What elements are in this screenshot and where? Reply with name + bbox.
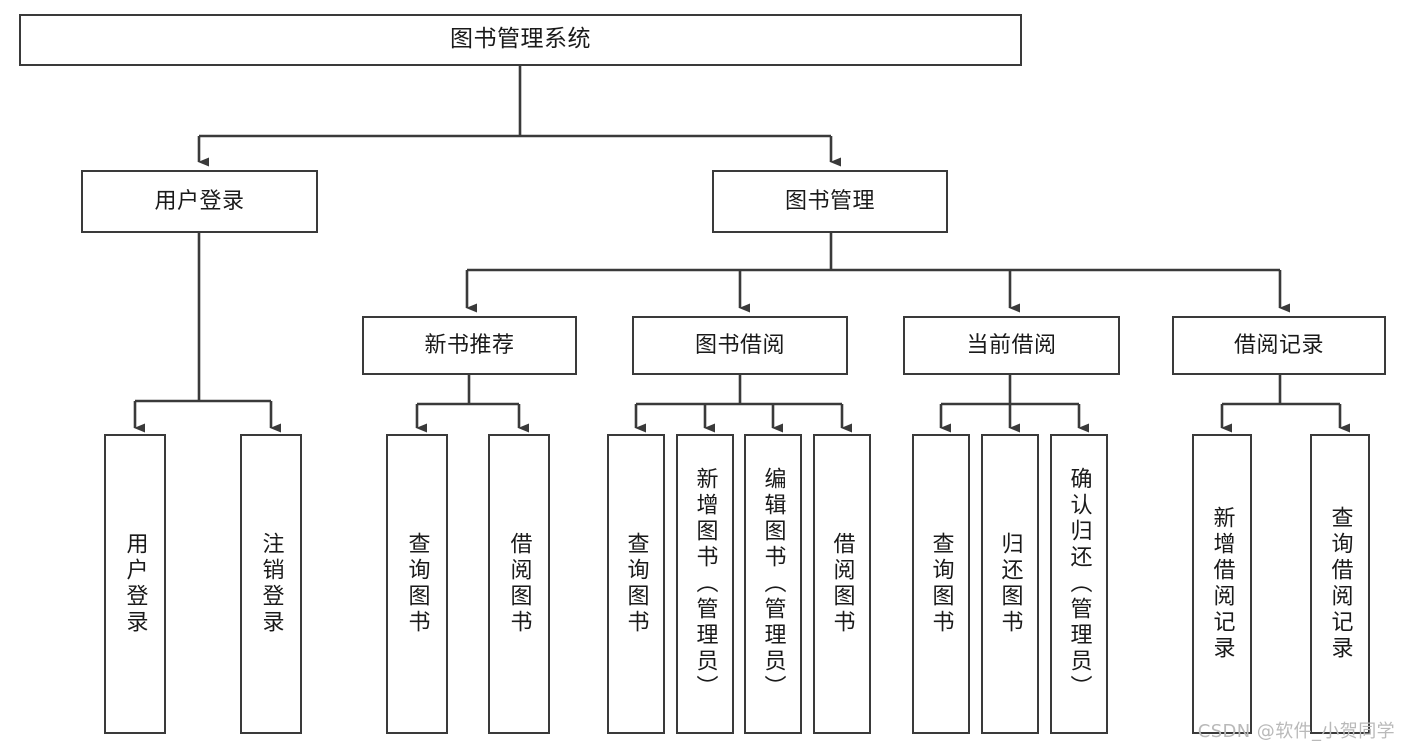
node-leaf-query-book-current[interactable]: 查询图书 <box>912 434 970 734</box>
node-leaf-add-book-admin[interactable]: 新增图书（管理员） <box>676 434 734 734</box>
node-root-book-management-system[interactable]: 图书管理系统 <box>19 14 1022 66</box>
node-label: 查询图书 <box>404 532 430 636</box>
node-label: 图书管理系统 <box>450 26 591 53</box>
node-book-borrowing[interactable]: 图书借阅 <box>632 316 848 375</box>
node-label: 注销登录 <box>258 532 284 636</box>
node-label: 借阅记录 <box>1233 332 1324 358</box>
csdn-watermark: CSDN @软件_小贺同学 <box>1197 721 1395 742</box>
node-label: 编辑图书（管理员） <box>760 467 786 701</box>
node-leaf-return-book[interactable]: 归还图书 <box>981 434 1039 734</box>
node-new-book-recommendation[interactable]: 新书推荐 <box>362 316 577 375</box>
node-label: 图书管理 <box>784 188 875 214</box>
node-label: 新增图书（管理员） <box>692 467 718 701</box>
node-label: 确认归还（管理员） <box>1066 467 1092 701</box>
node-label: 查询图书 <box>928 532 954 636</box>
node-leaf-edit-book-admin[interactable]: 编辑图书（管理员） <box>744 434 802 734</box>
node-label: 查询借阅记录 <box>1327 506 1353 662</box>
node-leaf-user-login[interactable]: 用户登录 <box>104 434 166 734</box>
node-label: 借阅图书 <box>506 532 532 636</box>
node-user-login[interactable]: 用户登录 <box>81 170 318 233</box>
node-leaf-add-borrowing-record[interactable]: 新增借阅记录 <box>1192 434 1252 734</box>
node-leaf-query-book-borrowing[interactable]: 查询图书 <box>607 434 665 734</box>
node-leaf-logout[interactable]: 注销登录 <box>240 434 302 734</box>
node-leaf-query-borrowing-record[interactable]: 查询借阅记录 <box>1310 434 1370 734</box>
node-book-management[interactable]: 图书管理 <box>712 170 948 233</box>
node-label: 新书推荐 <box>424 332 515 358</box>
node-leaf-borrow-book-borrowing[interactable]: 借阅图书 <box>813 434 871 734</box>
node-label: 归还图书 <box>997 532 1023 636</box>
node-label: 当前借阅 <box>966 332 1057 358</box>
node-label: 图书借阅 <box>694 332 785 358</box>
node-leaf-borrow-book-recommendation[interactable]: 借阅图书 <box>488 434 550 734</box>
node-label: 用户登录 <box>122 532 148 636</box>
node-label: 查询图书 <box>623 532 649 636</box>
node-label: 用户登录 <box>154 188 245 214</box>
node-current-borrowing[interactable]: 当前借阅 <box>903 316 1120 375</box>
node-label: 借阅图书 <box>829 532 855 636</box>
node-label: 新增借阅记录 <box>1209 506 1235 662</box>
node-borrowing-record[interactable]: 借阅记录 <box>1172 316 1386 375</box>
node-leaf-confirm-return-admin[interactable]: 确认归还（管理员） <box>1050 434 1108 734</box>
node-leaf-query-book-recommendation[interactable]: 查询图书 <box>386 434 448 734</box>
